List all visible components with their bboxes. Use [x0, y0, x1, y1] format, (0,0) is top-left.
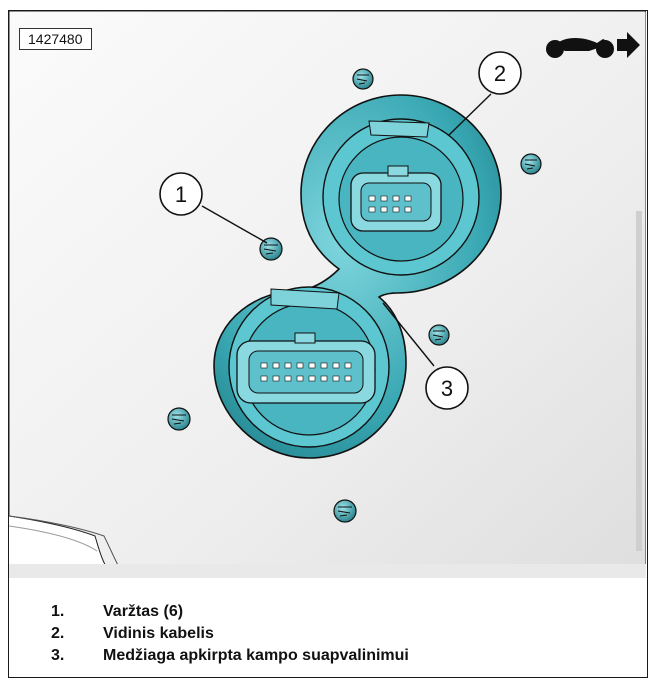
screw [259, 237, 283, 261]
screw [428, 324, 450, 346]
callout-number: 2 [494, 61, 506, 86]
legend-number: 3. [51, 647, 65, 664]
legend-item: 3. Medžiaga apkirpta kampo suapvalinimui [51, 645, 631, 667]
legend-number: 2. [51, 625, 65, 642]
screw [352, 68, 374, 90]
motorcycle-forward-arrow-icon [546, 32, 640, 58]
legend: 1. Varžtas (6) 2. Vidinis kabelis 3. Med… [51, 601, 631, 667]
screws [167, 68, 542, 523]
legend-text: Varžtas (6) [103, 603, 184, 620]
lower-connector [228, 286, 390, 448]
callout-3: 3 [425, 366, 469, 410]
screw [167, 407, 191, 431]
screw [520, 153, 542, 175]
leader-lines [201, 93, 492, 367]
callout-2: 2 [478, 51, 522, 95]
connector-panel-illustration: 1 2 3 [9, 11, 646, 578]
legend-item: 1. Varžtas (6) [51, 601, 631, 623]
callout-1: 1 [159, 172, 203, 216]
leader-line-3 [382, 302, 435, 367]
screw [333, 499, 357, 523]
legend-text: Vidinis kabelis [103, 625, 214, 642]
figure-frame: 1 2 3 1427480 1. Varžtas (6) 2. Vidinis … [8, 10, 648, 678]
leader-line-1 [201, 205, 268, 244]
legend-item: 2. Vidinis kabelis [51, 623, 631, 645]
callout-number: 3 [441, 376, 453, 401]
legend-number: 1. [51, 603, 65, 620]
figure-id-label: 1427480 [19, 28, 92, 50]
upper-connector [322, 118, 480, 276]
callout-number: 1 [175, 182, 187, 207]
leader-line-2 [448, 93, 492, 136]
legend-text: Medžiaga apkirpta kampo suapvalinimui [103, 647, 409, 664]
